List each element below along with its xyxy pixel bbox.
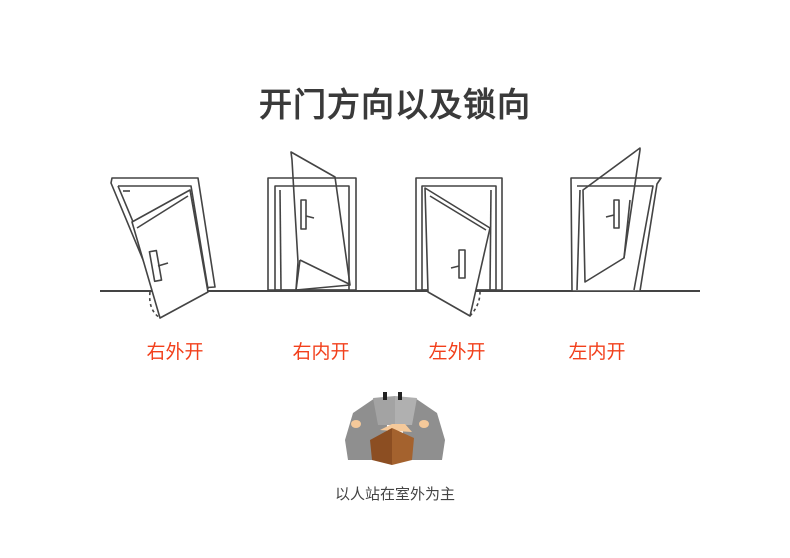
door-label-right-inward: 右内开	[292, 341, 350, 363]
door-right-outward	[110, 177, 216, 319]
door-left-inward	[570, 147, 662, 292]
door-label-left-outward: 左外开	[428, 341, 486, 363]
door-label-left-inward: 左内开	[568, 341, 626, 363]
door-right-inward	[267, 151, 357, 291]
page-title: 开门方向以及锁向	[259, 85, 531, 124]
person-icon	[345, 392, 445, 465]
door-left-outward	[415, 177, 503, 317]
door-label-right-outward: 右外开	[146, 341, 204, 363]
caption: 以人站在室外为主	[334, 485, 455, 503]
